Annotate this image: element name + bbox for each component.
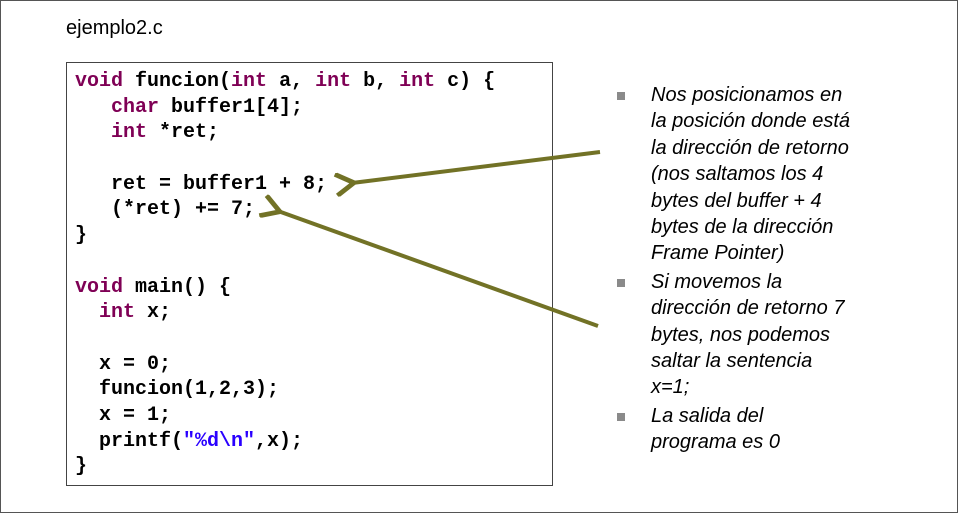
- code-text: printf(: [75, 429, 184, 453]
- code-line: (*ret) += 7;: [75, 197, 495, 223]
- code-keyword: void: [75, 275, 124, 299]
- code-string: "%d\n": [183, 429, 256, 453]
- code-line: ret = buffer1 + 8;: [75, 172, 495, 198]
- code-text: ,x);: [255, 429, 304, 453]
- code-text: }: [75, 455, 88, 479]
- code-text: (*ret) += 7;: [75, 198, 256, 222]
- code-text: }: [75, 224, 88, 248]
- bullet-text-line: La salida del: [651, 404, 764, 427]
- code-box: [66, 62, 553, 486]
- code-text: *ret;: [147, 121, 220, 145]
- code-line: int *ret;: [75, 120, 495, 146]
- code-text: a,: [267, 70, 316, 93]
- code-text: x;: [135, 301, 172, 325]
- code-keyword: int: [111, 121, 148, 145]
- bullet-text-line: la posición donde está: [651, 110, 851, 133]
- code-text: x = 0;: [75, 352, 172, 376]
- square-bullet-icon: [617, 92, 625, 100]
- bullet-list: Nos posicionamos en la posición donde est…: [617, 82, 850, 458]
- code-keyword: int: [99, 301, 136, 325]
- bullet-text-line: bytes de la dirección: [651, 216, 834, 239]
- code-line: printf("%d\n",x);: [75, 429, 495, 455]
- bullet-text-line: la dirección de retorno: [651, 136, 849, 159]
- code-text: x = 1;: [75, 403, 172, 427]
- code-listing: void funcion(int a, int b, int c) { char…: [75, 69, 495, 480]
- code-line: void main() {: [75, 275, 495, 301]
- code-text: c) {: [435, 70, 496, 93]
- bullet-text-line: Frame Pointer): [651, 242, 785, 265]
- code-text: ret = buffer1 + 8;: [75, 172, 328, 196]
- bullet-text-line: x=1;: [651, 376, 690, 399]
- code-text: buffer1[4];: [159, 95, 304, 119]
- code-line: x = 0;: [75, 352, 495, 378]
- bullet-text-line: saltar la sentencia: [651, 350, 813, 373]
- code-line: void funcion(int a, int b, int c) {: [75, 69, 495, 95]
- bullet-text-line: dirección de retorno 7: [651, 297, 845, 320]
- bullet-item: Nos posicionamos en la posición donde est…: [617, 82, 850, 267]
- code-keyword: int: [315, 70, 352, 93]
- code-text: b,: [351, 70, 400, 93]
- code-text: funcion(1,2,3);: [75, 378, 280, 402]
- bullet-text-line: Nos posicionamos en: [651, 84, 843, 106]
- code-keyword: char: [111, 95, 160, 119]
- code-text: main() {: [123, 275, 232, 299]
- bullet-text-line: bytes, nos podemos: [651, 323, 830, 346]
- code-keyword: int: [399, 70, 436, 93]
- code-keyword: void: [75, 70, 124, 93]
- arrow-to-ret-assignment: [352, 150, 601, 183]
- bullet-text-line: bytes del buffer + 4: [651, 189, 822, 212]
- code-text: funcion(: [123, 70, 232, 93]
- bullet-text-line: programa es 0: [651, 431, 780, 454]
- square-bullet-icon: [617, 278, 625, 287]
- bullet-item: Si movemos la dirección de retorno 7 bytes…: [617, 269, 850, 401]
- square-bullet-icon: [617, 412, 625, 421]
- code-line: x = 1;: [75, 403, 495, 429]
- code-line: char buffer1[4];: [75, 95, 495, 121]
- code-line: int x;: [75, 300, 495, 326]
- bullet-item: La salida del programa es 0: [617, 403, 850, 456]
- slide-title: ejemplo2.c: [66, 17, 163, 39]
- code-line: funcion(1,2,3);: [75, 377, 495, 403]
- code-keyword: int: [231, 70, 268, 93]
- code-line: }: [75, 223, 495, 249]
- bullet-text-line: Si movemos la: [651, 270, 783, 293]
- bullet-text-line: (nos saltamos los 4: [651, 163, 824, 186]
- arrow-to-ret-increment: [278, 211, 599, 328]
- code-line: }: [75, 454, 495, 480]
